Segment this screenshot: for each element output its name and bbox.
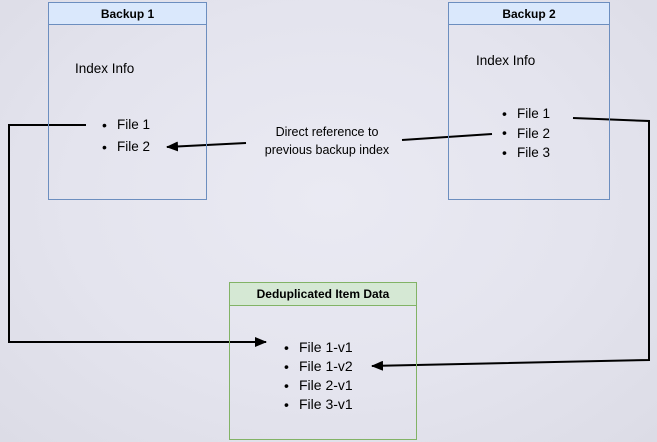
backup2-file-list: File 1 File 2 File 3 (501, 104, 550, 163)
list-item-file2: File 2 (101, 136, 150, 158)
backup1-file-list: File 1 File 2 (101, 114, 150, 158)
list-item-file1: File 1 (101, 114, 150, 136)
backup2-index-info-label: Index Info (476, 53, 536, 68)
dedup-file-list: File 1-v1 File 1-v2 File 2-v1 File 3-v1 (283, 338, 353, 414)
list-item-file3: File 3 (501, 143, 550, 163)
dedup-title: Deduplicated Item Data (230, 283, 416, 306)
list-item-file1: File 1 (501, 104, 550, 124)
list-item-file1-v1: File 1-v1 (283, 338, 353, 357)
backup1-box: Backup 1 Index Info File 1 File 2 (48, 2, 207, 200)
annotation-line1: Direct reference to (275, 125, 379, 139)
backup1-title: Backup 1 (49, 3, 206, 25)
deduplicated-item-data-box: Deduplicated Item Data File 1-v1 File 1-… (229, 282, 417, 440)
list-item-file2-v1: File 2-v1 (283, 376, 353, 395)
direct-reference-annotation: Direct reference to previous backup inde… (237, 124, 417, 159)
backup2-title: Backup 2 (449, 3, 609, 25)
backup1-index-info-label: Index Info (75, 61, 135, 76)
list-item-file3-v1: File 3-v1 (283, 395, 353, 414)
backup2-box: Backup 2 Index Info File 1 File 2 File 3 (448, 2, 610, 200)
annotation-line2: previous backup index (264, 142, 390, 157)
list-item-file1-v2: File 1-v2 (283, 357, 353, 376)
list-item-file2: File 2 (501, 124, 550, 144)
